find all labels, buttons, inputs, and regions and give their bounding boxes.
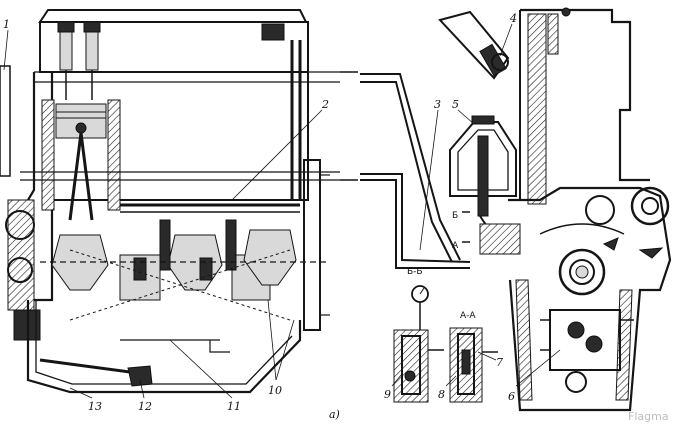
valve-gear (57, 21, 101, 100)
svg-text:8: 8 (438, 388, 445, 401)
svg-text:13: 13 (88, 400, 102, 413)
svg-text:4: 4 (509, 12, 517, 25)
callout-4: 4 (499, 12, 517, 57)
svg-text:1: 1 (3, 18, 10, 31)
svg-text:2: 2 (321, 98, 329, 111)
longitudinal-section: 1 2 10 11 12 13 а) (0, 9, 340, 421)
callout-2: 2 (231, 98, 329, 201)
section-label-b: Б (452, 211, 458, 221)
callout-13: 13 (69, 387, 102, 413)
callout-10: 10 (267, 299, 295, 397)
oil-filler (438, 10, 510, 80)
callout-9: 9 (384, 373, 403, 401)
callout-8: 8 (438, 375, 457, 401)
svg-text:7: 7 (496, 356, 503, 369)
svg-text:10: 10 (268, 384, 282, 397)
section-label-aa: А-А (460, 311, 476, 321)
section-label-bb: Б-Б (407, 267, 423, 277)
svg-text:6: 6 (508, 390, 515, 403)
figure-label: а) (329, 408, 340, 421)
svg-text:9: 9 (384, 388, 391, 401)
oil-lines (340, 71, 471, 269)
svg-text:3: 3 (434, 98, 441, 111)
valve-section-bb (393, 329, 444, 403)
svg-text:12: 12 (138, 400, 152, 413)
section-label-a: А (452, 241, 459, 251)
watermark: Flagma (628, 410, 669, 423)
pressure-gauge (411, 285, 429, 330)
callout-3: 3 (419, 98, 441, 251)
svg-text:5: 5 (452, 98, 459, 111)
crankshaft (40, 219, 330, 321)
callout-6: 6 (508, 349, 561, 403)
callout-12: 12 (138, 379, 152, 413)
callout-1: 1 (3, 18, 10, 71)
valve-section-aa (449, 327, 498, 403)
oil-pump (540, 309, 634, 393)
svg-text:11: 11 (227, 400, 241, 413)
callout-7: 7 (477, 351, 503, 369)
front-drive (5, 199, 41, 341)
callout-5: 5 (452, 98, 475, 125)
callout-11: 11 (169, 339, 241, 413)
cross-section: 3 4 5 6 7 8 9 Б-Б Б А А-А (384, 7, 672, 412)
piston (55, 103, 107, 221)
centrifuge-filter (449, 115, 521, 255)
